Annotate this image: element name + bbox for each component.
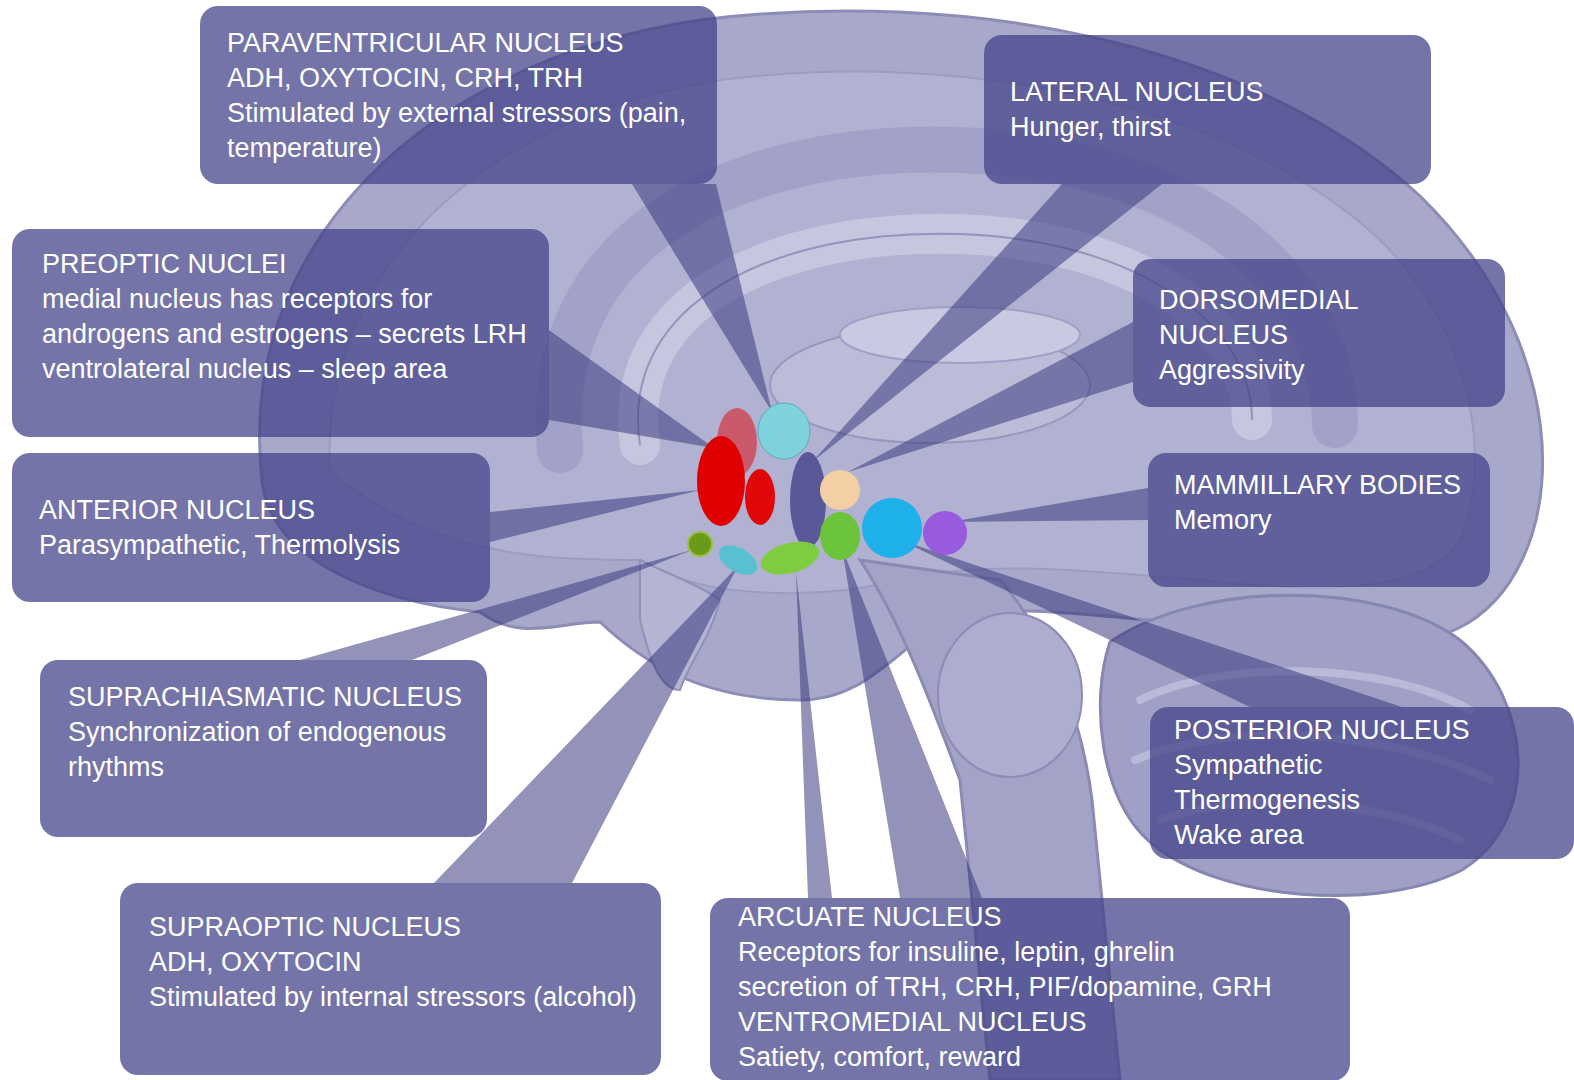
callout-text: Synchronization of endogenous rhythms — [68, 715, 475, 785]
callout-text: Memory — [1174, 503, 1478, 538]
callout-title: DORSOMEDIAL NUCLEUS — [1159, 283, 1493, 353]
pons — [938, 613, 1082, 777]
callout-text: Thermogenesis — [1174, 783, 1562, 818]
callout-box: PREOPTIC NUCLEImedial nucleus has recept… — [12, 229, 549, 437]
leader-beam — [842, 548, 982, 898]
callout-text: Parasympathetic, Thermolysis — [39, 528, 478, 563]
leader-beam — [549, 330, 714, 448]
callout-box: PARAVENTRICULAR NUCLEUSADH, OXYTOCIN, CR… — [200, 6, 717, 184]
hypothalamic-nuclei — [688, 403, 967, 581]
nucleus-shape — [697, 436, 745, 526]
nucleus-shape — [745, 469, 775, 525]
callout-title: POSTERIOR NUCLEUS — [1174, 713, 1562, 748]
nucleus-shape — [862, 498, 922, 558]
nucleus-shape — [758, 403, 810, 459]
callout-text: Aggressivity — [1159, 353, 1493, 388]
callout-box: MAMMILLARY BODIESMemory — [1148, 453, 1490, 587]
callout-box: ANTERIOR NUCLEUSParasympathetic, Thermol… — [12, 453, 490, 602]
nucleus-shape — [714, 539, 762, 581]
callout-text: medial nucleus has receptors for androge… — [42, 282, 537, 352]
callout-text: secretion of TRH, CRH, PIF/dopamine, GRH — [738, 970, 1338, 1005]
leader-beam — [490, 490, 700, 542]
nucleus-shape — [820, 470, 860, 510]
callout-box: SUPRACHIASMATIC NUCLEUSSynchronization o… — [40, 660, 487, 837]
callout-title: PREOPTIC NUCLEI — [42, 247, 537, 282]
callout-box: ARCUATE NUCLEUSReceptors for insuline, l… — [710, 898, 1350, 1080]
callout-title: ARCUATE NUCLEUS — [738, 900, 1338, 935]
callout-title: MAMMILLARY BODIES — [1174, 468, 1478, 503]
leader-beam — [796, 572, 832, 898]
callout-text: Stimulated by internal stressors (alcoho… — [149, 980, 649, 1015]
callout-text: Hunger, thirst — [1010, 110, 1419, 145]
callout-text: Satiety, comfort, reward — [738, 1040, 1338, 1075]
nucleus-shape — [923, 511, 967, 555]
callout-text: ADH, OXYTOCIN, CRH, TRH — [227, 61, 705, 96]
nucleus-shape — [820, 512, 860, 560]
nucleus-shape — [757, 536, 823, 581]
callout-text: ADH, OXYTOCIN — [149, 945, 649, 980]
leader-beam — [848, 322, 1133, 472]
callout-box: LATERAL NUCLEUSHunger, thirst — [984, 35, 1431, 184]
callout-text: Stimulated by external stressors (pain, … — [227, 96, 705, 166]
leader-beam — [950, 488, 1148, 522]
callout-title: LATERAL NUCLEUS — [1010, 75, 1419, 110]
callout-title: SUPRACHIASMATIC NUCLEUS — [68, 680, 475, 715]
callout-title: SUPRAOPTIC NUCLEUS — [149, 910, 649, 945]
callout-text: VENTROMEDIAL NUCLEUS — [738, 1005, 1338, 1040]
callout-text: Receptors for insuline, leptin, ghrelin — [738, 935, 1338, 970]
callout-box: SUPRAOPTIC NUCLEUSADH, OXYTOCINStimulate… — [120, 883, 661, 1075]
callout-title: ANTERIOR NUCLEUS — [39, 493, 478, 528]
callout-box: DORSOMEDIAL NUCLEUSAggressivity — [1133, 259, 1505, 407]
callout-text: Sympathetic — [1174, 748, 1562, 783]
callout-text: ventrolateral nucleus – sleep area — [42, 352, 537, 387]
callout-text: Wake area — [1174, 818, 1562, 853]
callout-title: PARAVENTRICULAR NUCLEUS — [227, 26, 705, 61]
leader-beam — [632, 184, 772, 412]
callout-box: POSTERIOR NUCLEUSSympatheticThermogenesi… — [1150, 707, 1574, 859]
nucleus-shape — [688, 532, 712, 556]
